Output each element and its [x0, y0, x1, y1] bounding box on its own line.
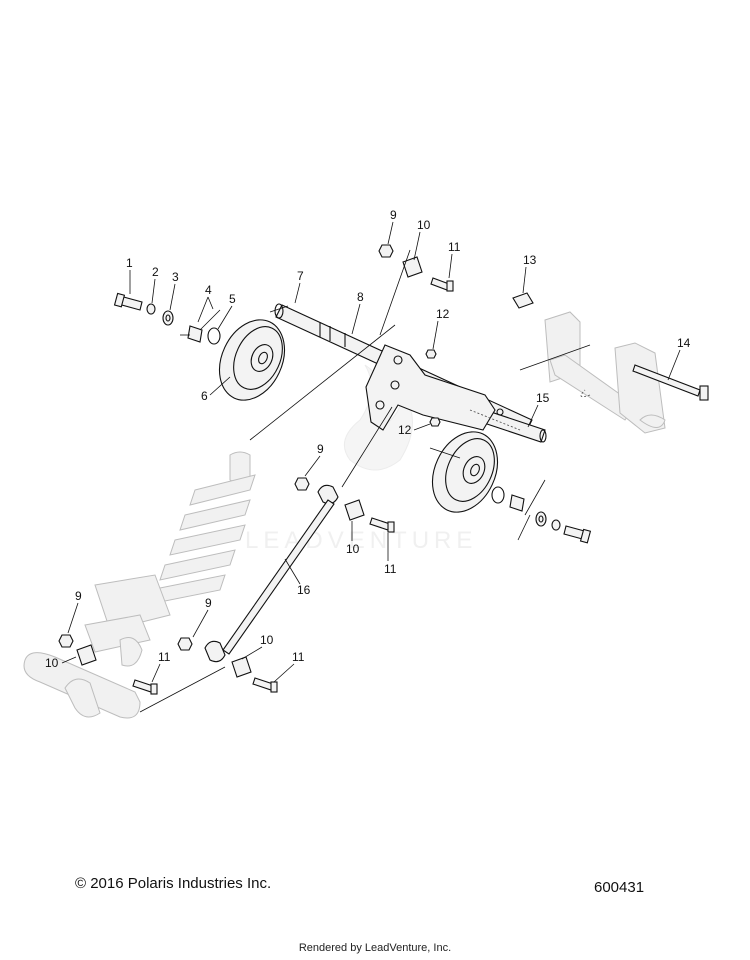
callout-9b: 9 — [317, 442, 324, 456]
callout-labels: 1 2 3 4 5 6 7 8 9 10 11 12 12 13 14 15 1… — [45, 208, 691, 683]
callout-12: 12 — [436, 307, 450, 321]
callout-4: 4 — [205, 283, 212, 297]
callout-5: 5 — [229, 292, 236, 306]
shock-absorber — [23, 451, 256, 719]
alignment-lines — [139, 249, 591, 713]
callout-9: 9 — [390, 208, 397, 222]
torque-link-rod — [58, 477, 395, 695]
callout-15: 15 — [536, 391, 550, 405]
hardware-left — [113, 292, 221, 345]
rendered-by-text: Rendered by LeadVenture, Inc. — [298, 942, 452, 954]
upper-fasteners — [378, 244, 709, 427]
front-arm-bracket — [365, 344, 504, 431]
callout-11: 11 — [448, 240, 461, 254]
callout-9d: 9 — [205, 596, 212, 610]
callout-11b: 11 — [384, 562, 397, 576]
callout-11c: 11 — [158, 650, 171, 664]
diagram-reference-number: 600431 — [594, 879, 645, 896]
rear-scissor-bracket — [544, 311, 666, 434]
callout-10d: 10 — [260, 633, 274, 647]
callout-1: 1 — [126, 256, 133, 270]
callout-16: 16 — [297, 583, 311, 597]
callout-10c: 10 — [45, 656, 59, 670]
callout-2: 2 — [152, 265, 159, 279]
callout-10: 10 — [417, 218, 431, 232]
callout-14: 14 — [677, 336, 691, 350]
watermark-text: LEADVENTURE — [245, 527, 477, 554]
idler-wheel-right — [431, 431, 499, 513]
copyright-text: © 2016 Polaris Industries Inc. — [75, 875, 272, 892]
idler-wheel-left — [218, 319, 286, 401]
callout-10b: 10 — [346, 542, 360, 556]
callout-8: 8 — [357, 290, 364, 304]
callout-7: 7 — [297, 269, 304, 283]
callout-13: 13 — [523, 253, 537, 267]
callout-11d: 11 — [292, 650, 305, 664]
callout-3: 3 — [172, 270, 179, 284]
hardware-right — [491, 486, 592, 544]
callout-6: 6 — [201, 389, 208, 403]
callout-12b: 12 — [398, 423, 412, 437]
callout-9c: 9 — [75, 589, 82, 603]
